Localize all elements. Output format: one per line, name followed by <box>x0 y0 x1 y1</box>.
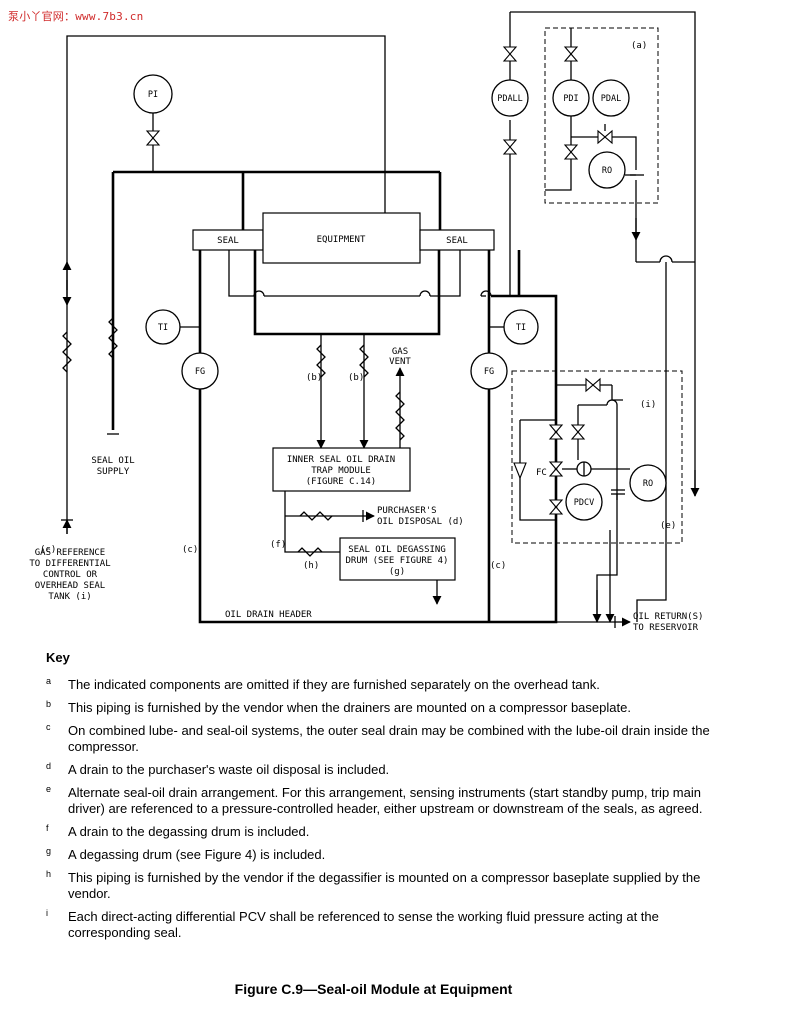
svg-text:OIL RETURN(S): OIL RETURN(S) <box>633 612 703 622</box>
pdi-instrument: PDI <box>552 46 590 117</box>
note-text: Alternate seal-oil drain arrangement. Fo… <box>68 785 703 816</box>
svg-text:VENT: VENT <box>389 357 411 367</box>
note-text: A degassing drum (see Figure 4) is inclu… <box>68 847 326 862</box>
svg-text:OIL DISPOSAL (d): OIL DISPOSAL (d) <box>377 517 464 527</box>
svg-text:GAS: GAS <box>392 347 408 357</box>
svg-text:(c): (c) <box>182 545 198 555</box>
note-text: The indicated components are omitted if … <box>68 677 600 692</box>
key-note: d A drain to the purchaser's waste oil di… <box>46 761 736 778</box>
svg-text:RO: RO <box>602 166 612 176</box>
svg-text:FG: FG <box>195 367 205 377</box>
key-note: i Each direct-acting differential PCV sha… <box>46 908 736 941</box>
ti-right: TI <box>489 309 539 345</box>
svg-text:SEAL: SEAL <box>217 236 239 246</box>
note-text: Each direct-acting differential PCV shal… <box>68 909 659 940</box>
svg-text:GAS REFERENCE: GAS REFERENCE <box>35 548 105 558</box>
ro-top: RO <box>588 151 626 189</box>
svg-text:TANK (i): TANK (i) <box>48 592 91 602</box>
note-letter: i <box>46 908 48 918</box>
note-letter: h <box>46 869 52 879</box>
svg-text:(a): (a) <box>631 41 647 51</box>
svg-text:OIL DRAIN HEADER: OIL DRAIN HEADER <box>225 610 312 620</box>
svg-text:PDAL: PDAL <box>601 94 621 104</box>
svg-text:TRAP MODULE: TRAP MODULE <box>311 466 371 476</box>
ro-bottom: RO <box>629 464 667 502</box>
svg-text:TI: TI <box>158 323 168 333</box>
key-title: Key <box>46 650 70 665</box>
inner-seal-oil-drain-trap <box>272 447 411 492</box>
svg-text:TI: TI <box>516 323 526 333</box>
note-letter: e <box>46 784 52 794</box>
svg-text:SEAL OIL DEGASSING: SEAL OIL DEGASSING <box>348 545 446 555</box>
svg-text:PDCV: PDCV <box>574 498 594 508</box>
key-note: a The indicated components are omitted if… <box>46 676 736 693</box>
figure-caption-text: Figure C.9—Seal-oil Module at Equipment <box>234 981 513 997</box>
svg-text:(g): (g) <box>389 567 405 577</box>
pi-gauge: PI <box>133 74 173 172</box>
note-text: This piping is furnished by the vendor i… <box>68 870 701 901</box>
svg-text:EQUIPMENT: EQUIPMENT <box>317 235 366 245</box>
fg-right: FG <box>470 352 508 390</box>
seal-right <box>419 229 495 251</box>
pdal-instrument: PDAL <box>592 79 630 117</box>
pdall-instrument: PDALL <box>491 46 529 155</box>
pdcv: PDCV <box>565 483 603 521</box>
svg-text:(e): (e) <box>660 521 676 531</box>
svg-text:(c): (c) <box>490 561 506 571</box>
svg-text:INNER SEAL OIL DRAIN: INNER SEAL OIL DRAIN <box>287 455 395 465</box>
svg-text:(b): (b) <box>306 373 322 383</box>
svg-text:SEAL OIL: SEAL OIL <box>91 456 134 466</box>
key-note: h This piping is furnished by the vendor … <box>46 869 736 902</box>
svg-text:CONTROL OR: CONTROL OR <box>43 570 98 580</box>
svg-text:TO DIFFERENTIAL: TO DIFFERENTIAL <box>29 559 110 569</box>
svg-text:DRUM (SEE FIGURE 4): DRUM (SEE FIGURE 4) <box>346 556 449 566</box>
key-note: e Alternate seal-oil drain arrangement. F… <box>46 784 736 817</box>
svg-text:(FIGURE C.14): (FIGURE C.14) <box>306 477 376 487</box>
package-e-boundary <box>511 370 683 544</box>
note-letter: a <box>46 676 52 686</box>
note-text: On combined lube- and seal-oil systems, … <box>68 723 710 754</box>
note-text: A drain to the purchaser's waste oil dis… <box>68 762 390 777</box>
svg-text:RO: RO <box>643 479 653 489</box>
svg-text:FG: FG <box>484 367 494 377</box>
note-text: A drain to the degassing drum is include… <box>68 824 310 839</box>
svg-text:(c): (c) <box>40 545 56 555</box>
ti-left: TI <box>145 309 200 345</box>
note-letter: b <box>46 699 52 709</box>
note-text: This piping is furnished by the vendor w… <box>68 700 631 715</box>
svg-text:(b): (b) <box>348 373 364 383</box>
note-letter: f <box>46 823 49 833</box>
svg-text:PI: PI <box>148 90 158 100</box>
svg-text:PDALL: PDALL <box>497 94 523 104</box>
seal-oil-module-diagram: PI SEAL EQUIPMENT SEAL (b) (b) GAS VENT … <box>29 11 703 633</box>
note-letter: c <box>46 722 51 732</box>
svg-text:TO RESERVOIR: TO RESERVOIR <box>633 623 699 633</box>
key-note: c On combined lube- and seal-oil systems,… <box>46 722 736 755</box>
svg-text:OVERHEAD SEAL: OVERHEAD SEAL <box>35 581 105 591</box>
svg-text:SEAL: SEAL <box>446 236 468 246</box>
key-note: f A drain to the degassing drum is includ… <box>46 823 736 840</box>
note-letter: g <box>46 846 52 856</box>
svg-text:PDI: PDI <box>563 94 578 104</box>
fg-left: FG <box>181 352 219 390</box>
note-letter: d <box>46 761 52 771</box>
key-section: Key a The indicated components are omitte… <box>46 650 746 948</box>
package-a-boundary <box>544 27 659 204</box>
svg-text:FC: FC <box>536 468 547 478</box>
svg-text:(f): (f) <box>270 540 286 550</box>
svg-text:PURCHASER'S: PURCHASER'S <box>377 506 437 516</box>
svg-text:(h): (h) <box>303 561 319 571</box>
seal-oil-degassing-drum <box>339 537 456 581</box>
svg-text:(i): (i) <box>640 400 656 410</box>
equipment-box <box>262 212 421 264</box>
key-note: g A degassing drum (see Figure 4) is incl… <box>46 846 736 863</box>
watermark: 泵小丫官网：www.7b3.cn <box>8 10 144 23</box>
key-note: b This piping is furnished by the vendor … <box>46 699 736 716</box>
svg-text:SUPPLY: SUPPLY <box>97 467 130 477</box>
figure-caption: Figure C.9—Seal-oil Module at Equipment <box>0 981 787 997</box>
